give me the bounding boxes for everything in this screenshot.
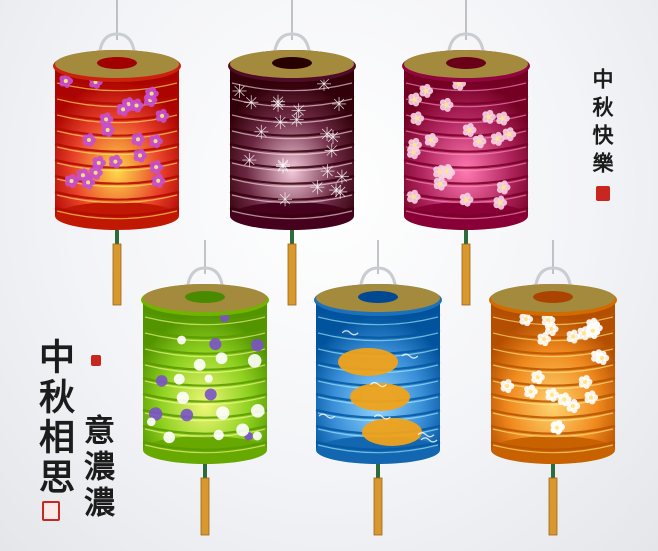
lantern-goldfish [314,240,442,536]
lantern-polka-dot [141,240,269,536]
red-seal-stamp-right [596,186,610,201]
lantern-plum-blossom [402,0,530,306]
lantern-fireworks [228,0,356,306]
poem-line-2: 意濃濃 [78,414,114,522]
lantern-cherry-blossom [53,0,181,306]
red-seal-stamp-left-bottom [42,501,60,521]
poem-line-1: 中秋相思 [33,338,75,498]
mid-autumn-greeting-text: 中秋快樂 [590,68,615,180]
lantern-flower [489,240,617,536]
red-seal-stamp-left-top [91,355,101,366]
